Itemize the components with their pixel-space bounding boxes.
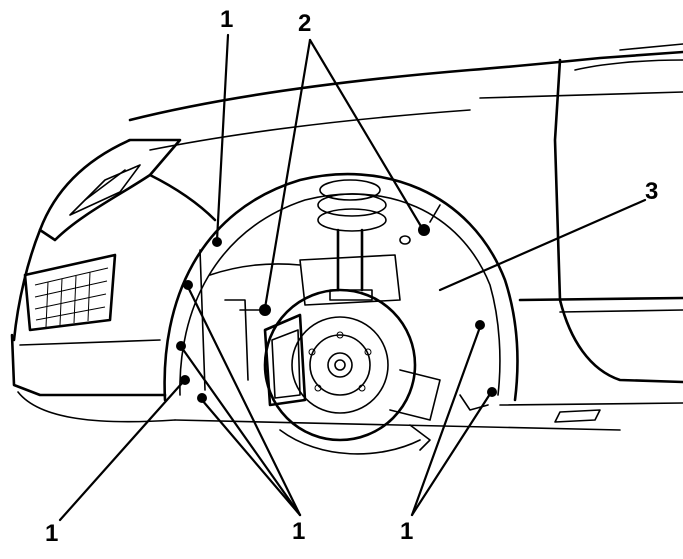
brake-rotor-hub xyxy=(263,288,441,455)
fastener-left-1 xyxy=(183,280,193,290)
fastener-left-4 xyxy=(197,393,207,403)
callout-1-bottom-left: 1 xyxy=(45,520,59,547)
callout-1-bottom-right: 1 xyxy=(400,518,414,545)
callout-1-top: 1 xyxy=(220,6,234,33)
leader-lines xyxy=(58,33,647,522)
strut-assembly xyxy=(299,179,401,306)
bolt-inner-left xyxy=(239,304,271,316)
wheelhouse-liner xyxy=(163,172,519,411)
leader-3 xyxy=(438,198,647,292)
fastener-right-1 xyxy=(475,320,485,330)
leader-1-top xyxy=(215,33,230,242)
fasteners xyxy=(176,204,497,403)
callout-2: 2 xyxy=(298,10,312,37)
leader-1-right-b xyxy=(410,392,492,517)
leader-1-mid-a xyxy=(186,285,302,517)
leader-1-right-a xyxy=(410,325,482,517)
leader-1-mid-c xyxy=(200,398,302,517)
liner-hole xyxy=(399,235,411,245)
leader-1-bottom-left xyxy=(58,380,185,522)
fastener-upper-left xyxy=(212,237,222,247)
leader-2-right xyxy=(308,38,424,230)
callout-3: 3 xyxy=(645,178,659,205)
leader-1-mid-b xyxy=(180,346,302,517)
leader-2-left xyxy=(263,38,312,310)
fastener-left-2 xyxy=(176,341,186,351)
callout-1-bottom-center: 1 xyxy=(292,518,306,545)
